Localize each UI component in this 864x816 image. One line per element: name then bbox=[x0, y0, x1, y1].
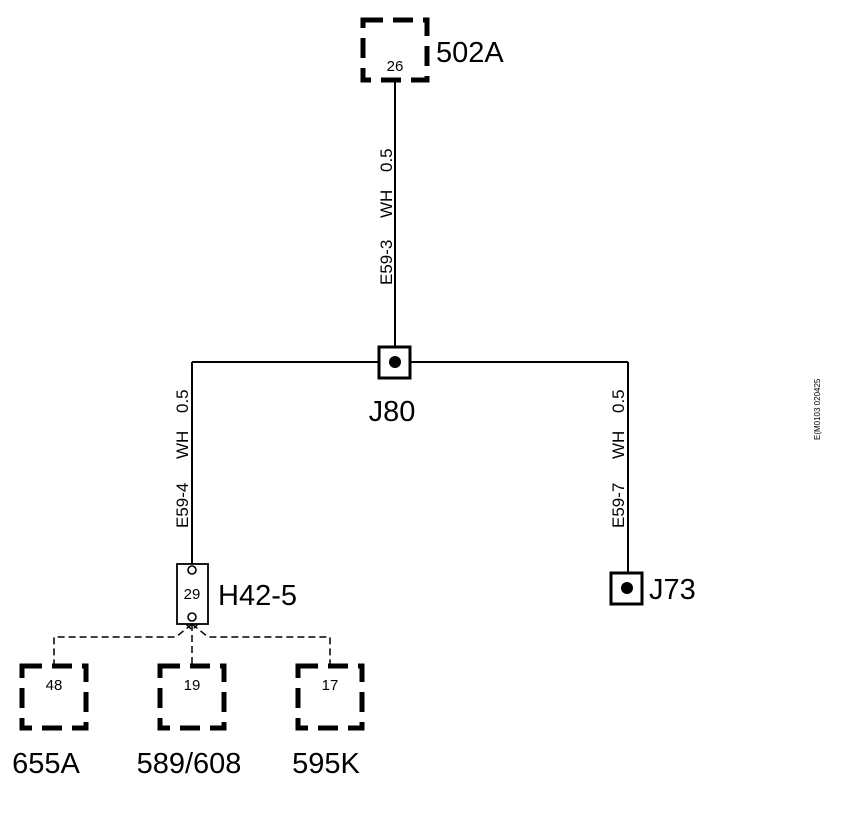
connector-655a[interactable]: 48 655A bbox=[12, 663, 89, 780]
connector-h42-5-pin: 29 bbox=[184, 586, 201, 603]
wire-top-color: WH bbox=[377, 190, 396, 218]
connector-595k[interactable]: 17 595K bbox=[292, 663, 365, 780]
splice-j80[interactable]: J80 bbox=[369, 345, 416, 428]
wire-left-color: WH bbox=[173, 431, 192, 459]
connector-589-608-label: 589/608 bbox=[137, 748, 242, 780]
wire-left-labels: E59-4 WH 0.5 bbox=[173, 389, 192, 528]
splice-j80-label: J80 bbox=[369, 396, 416, 428]
connector-655a-pin: 48 bbox=[46, 677, 63, 694]
wire-right-color: WH bbox=[609, 431, 628, 459]
connector-595k-label: 595K bbox=[292, 748, 360, 780]
wire-left-size: 0.5 bbox=[173, 389, 192, 413]
connector-589-608-pin: 19 bbox=[184, 677, 201, 694]
connector-h42-5[interactable]: 29 H42-5 bbox=[176, 563, 297, 625]
connector-502a-pin: 26 bbox=[387, 58, 404, 75]
wire-left-circuit: E59-4 bbox=[173, 483, 192, 528]
diagram-id: E(M0103 020425 bbox=[813, 378, 822, 440]
wire-top-circuit: E59-3 bbox=[377, 240, 396, 285]
wire-right-labels: E59-7 WH 0.5 bbox=[609, 389, 628, 528]
wire-top-size: 0.5 bbox=[377, 148, 396, 172]
connector-502a[interactable]: 26 502A bbox=[360, 17, 504, 83]
wire-right-size: 0.5 bbox=[609, 389, 628, 413]
wire-top-labels: E59-3 WH 0.5 bbox=[377, 148, 396, 285]
splice-j73[interactable]: J73 bbox=[609, 571, 696, 606]
connector-502a-label: 502A bbox=[436, 37, 504, 69]
connector-h42-5-label: H42-5 bbox=[218, 580, 297, 612]
wire-right-circuit: E59-7 bbox=[609, 483, 628, 528]
connector-595k-pin: 17 bbox=[322, 677, 339, 694]
splice-j73-label: J73 bbox=[649, 574, 696, 606]
connector-655a-label: 655A bbox=[12, 748, 80, 780]
connector-589-608[interactable]: 19 589/608 bbox=[137, 663, 242, 780]
optional-branch-wires bbox=[53, 623, 331, 666]
